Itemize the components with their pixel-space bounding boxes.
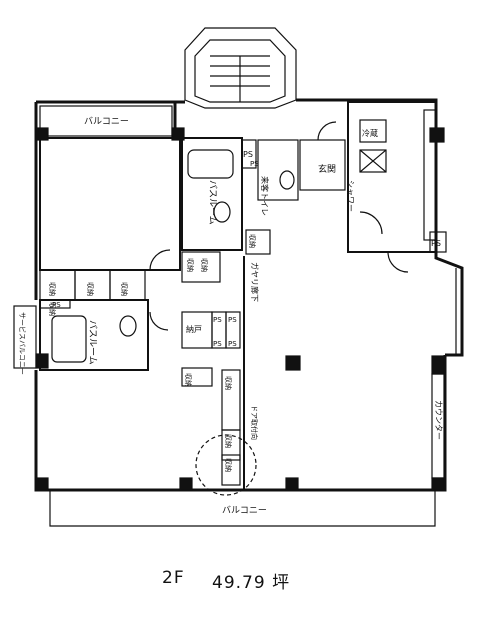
closet-e-label: 収納	[200, 258, 209, 272]
kitchen	[347, 101, 437, 253]
entrance	[299, 139, 346, 191]
closet-stack	[181, 311, 241, 486]
guest-toilet	[257, 139, 299, 201]
kitchen-mark-label: 冷蔵	[362, 128, 378, 138]
toilet-1	[213, 201, 231, 223]
closet-a-label: 収納	[48, 282, 57, 296]
balcony-top-left-label: バルコニー	[84, 116, 129, 127]
floor-label: 2F	[162, 568, 185, 588]
balcony-bottom	[49, 490, 436, 527]
door-direction-label: ドア取付向	[250, 405, 259, 440]
ps-label-2: PS	[431, 239, 441, 248]
closet-b-label: 収納	[86, 282, 95, 296]
closet-j-label: 収納	[184, 373, 193, 387]
ps-label-4: PS	[228, 316, 237, 324]
ps-label-1: PS	[243, 150, 253, 159]
bathtub-2	[51, 315, 87, 363]
ps-label-6: PS	[213, 340, 222, 348]
shower-label: シャワー	[346, 180, 355, 212]
closet-d-label: 収納	[186, 258, 195, 272]
bathtub-1	[187, 149, 234, 179]
ps-label-8: PS	[250, 160, 259, 168]
bathroom-1-label: バスルーム	[207, 180, 218, 225]
ps-label-7: PS	[213, 316, 222, 324]
closet-i-label: 収納	[224, 458, 233, 472]
counter-label: カウンター	[434, 400, 443, 440]
bathroom-2-label: バスルーム	[87, 320, 98, 365]
counter	[431, 373, 445, 479]
balcony-bottom-label: バルコニー	[222, 505, 267, 516]
closet-g-label: 収納	[224, 376, 233, 390]
bedroom-top-left	[39, 137, 181, 271]
bathroom-2	[39, 299, 149, 371]
storage-room-label: 納戸	[186, 324, 202, 334]
ps-kitchen	[429, 231, 447, 253]
ps-label-3: PS	[52, 301, 61, 309]
closet-h-label: 収納	[224, 434, 233, 448]
galley-label: ガヤリ廊下	[250, 262, 260, 302]
closet-f-label: 収納	[248, 234, 257, 248]
closet-c-label: 収納	[120, 282, 129, 296]
balcony-top-left	[39, 105, 173, 137]
stair-tower	[184, 27, 297, 109]
floor-plan: バルコニー バスルーム 来客トイレ 玄関 冷蔵 シャワー ガヤリ廊下 サービスバ…	[13, 27, 464, 527]
closet-k-label: 収納	[48, 302, 57, 316]
entrance-label: 玄関	[318, 163, 336, 175]
guest-toilet-label: 来客トイレ	[260, 176, 270, 216]
bathroom-1	[181, 137, 243, 251]
ps-label-5: PS	[228, 340, 237, 348]
service-balcony-label: サービスバルコニー	[18, 312, 27, 375]
area-label: 49.79 坪	[212, 573, 291, 593]
service-balcony	[13, 305, 37, 369]
door-direction-circle	[195, 434, 257, 496]
